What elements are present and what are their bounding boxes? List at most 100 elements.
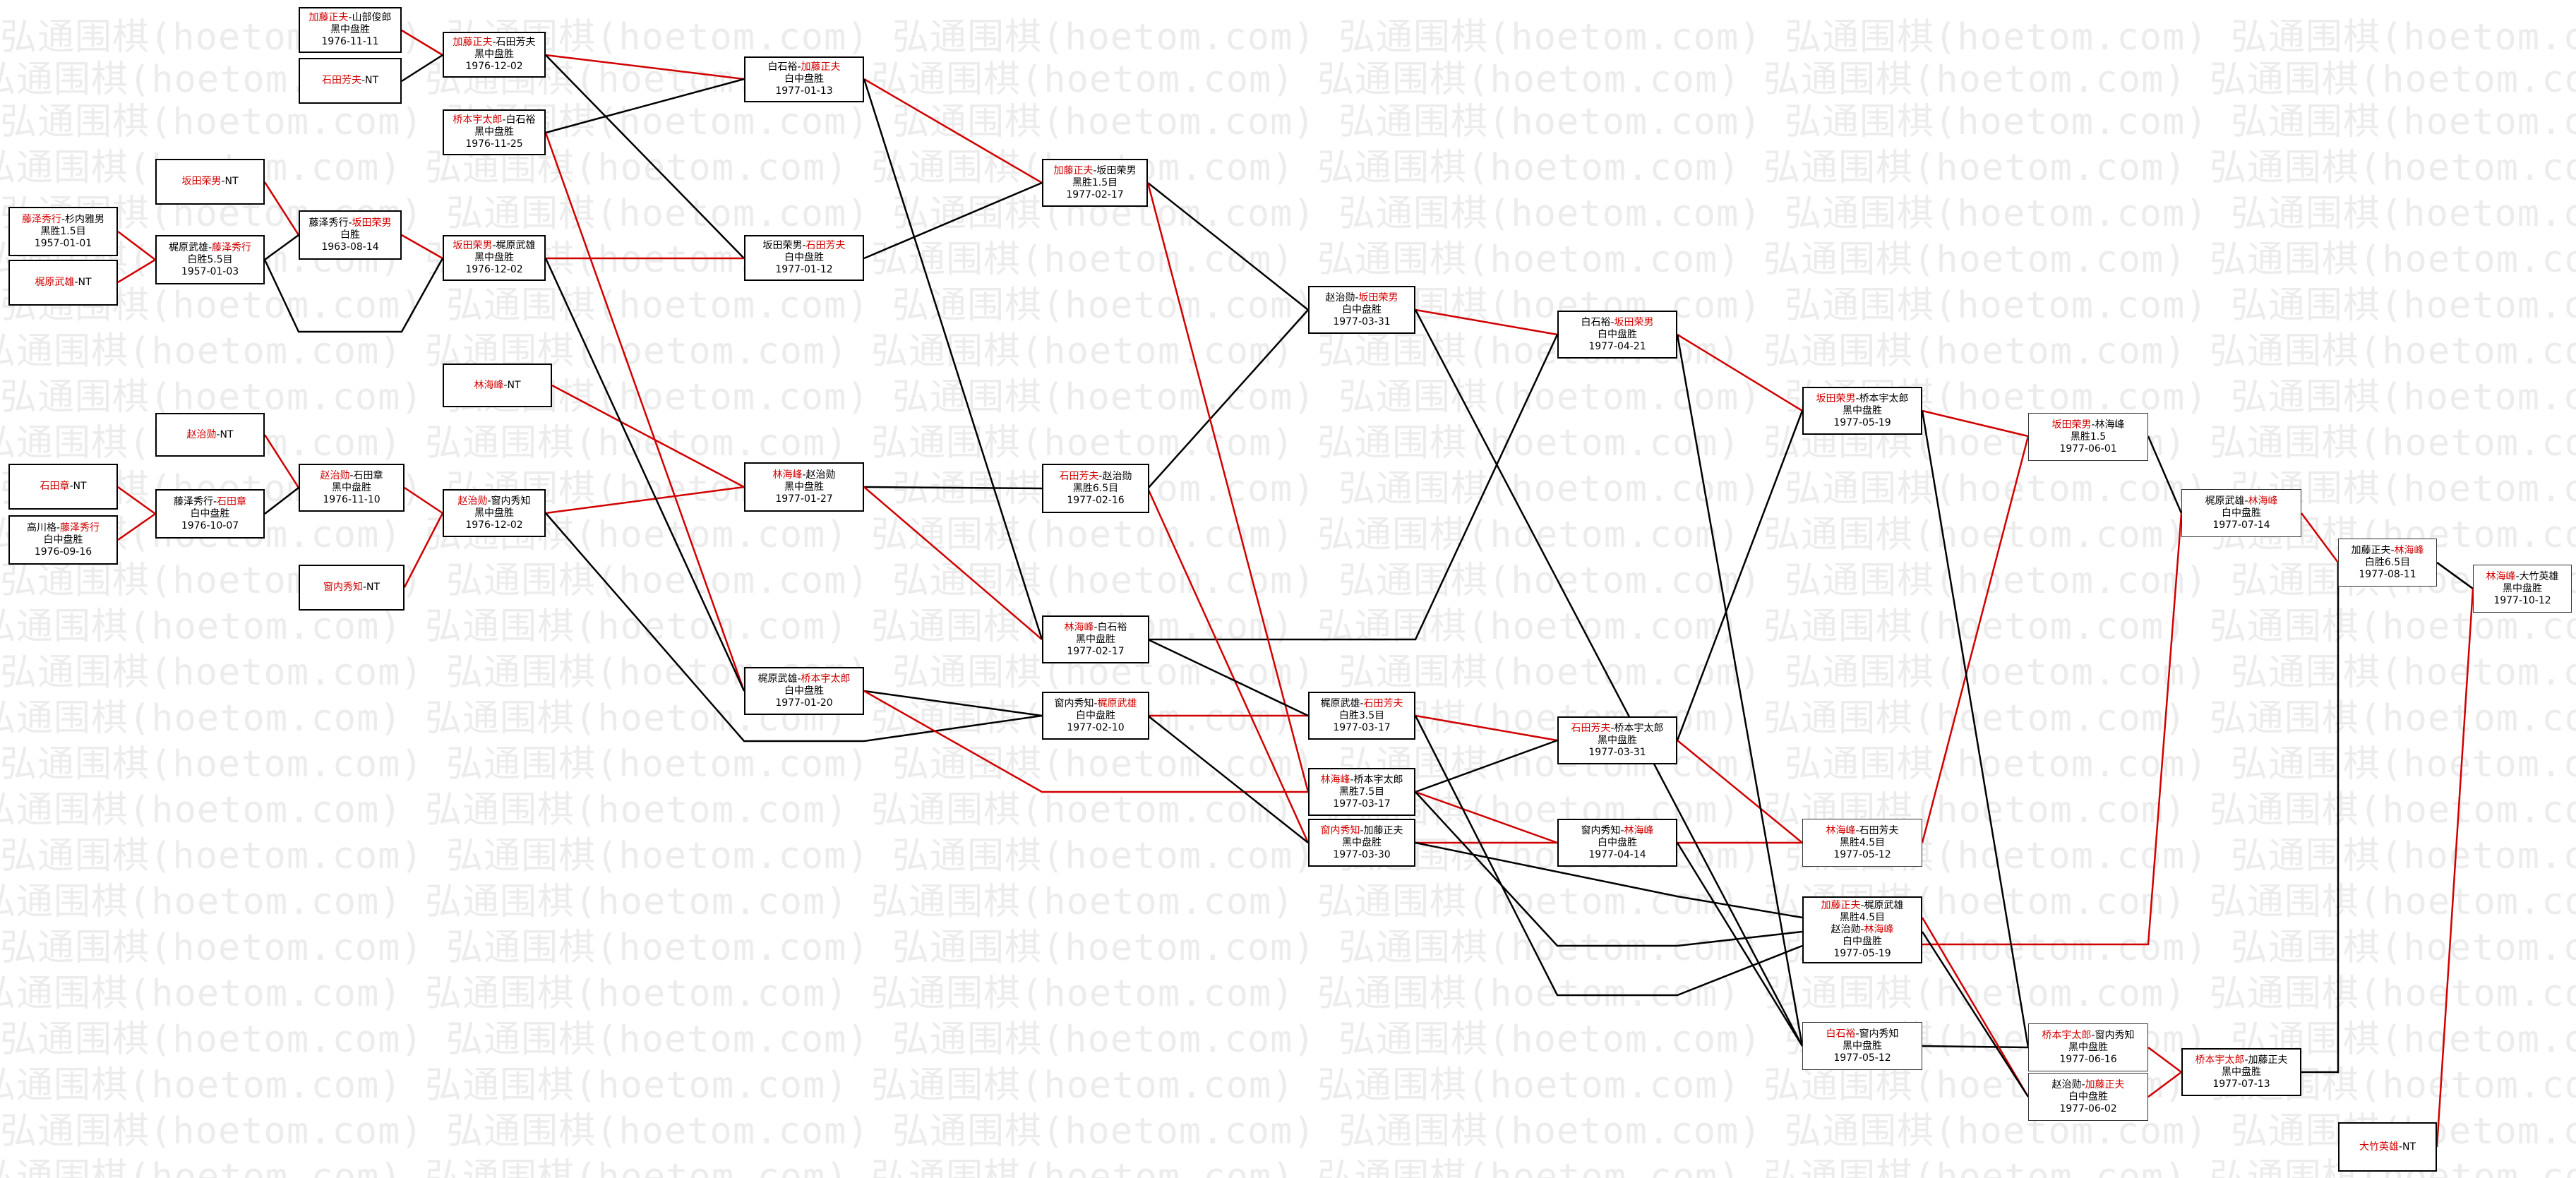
game-text: 黑中盘胜 <box>474 49 514 60</box>
game-detail: 1977-04-21 <box>1588 341 1646 353</box>
game-players: 坂田荣男-NT <box>181 176 238 188</box>
game-node[interactable]: 石田章-NT <box>8 464 118 510</box>
game-text: 黑中盘胜 <box>332 481 371 493</box>
loser-connector <box>264 234 299 261</box>
game-detail: 黑中盘胜 <box>474 252 514 264</box>
game-text: 窗内秀知- <box>1581 824 1624 836</box>
winner-name: 赵治勋 <box>457 495 488 507</box>
game-detail: 1957-01-01 <box>35 238 92 250</box>
game-detail: 黑中盘胜 <box>474 507 514 519</box>
loser-connector <box>1921 410 2030 1048</box>
winner-name: 林海峰 <box>2486 570 2516 582</box>
game-text: 1977-05-12 <box>1833 1052 1891 1064</box>
game-players: 大竹英雄-NT <box>2359 1141 2416 1153</box>
game-detail: 黑中盘胜 <box>1843 1040 1882 1052</box>
winner-connector <box>2300 512 2340 563</box>
game-text: 白中盘胜 <box>1598 328 1637 340</box>
game-text: 黑胜1.5目 <box>40 225 86 237</box>
winner-name: 石田芳夫 <box>805 240 846 251</box>
winner-name: 林海峰 <box>1864 924 1894 935</box>
game-detail: 黑中盘胜 <box>2222 1066 2261 1078</box>
game-text: -山部俊郎 <box>348 12 392 23</box>
game-detail: 1977-02-17 <box>1066 189 1123 201</box>
game-players: 坂田荣男-桥本宇太郎 <box>1816 393 1908 405</box>
game-node[interactable]: 坂田荣男-NT <box>155 159 265 205</box>
game-players: 赵治勋-坂田荣男 <box>1325 292 1398 304</box>
winner-connector <box>545 486 745 515</box>
game-node[interactable]: 林海峰-NT <box>443 363 552 407</box>
game-detail: 白中盘胜 <box>2222 507 2261 519</box>
game-text: 1976-09-16 <box>34 546 92 558</box>
game-text: 黑中盘胜 <box>474 126 514 138</box>
winner-connector <box>2147 1071 2182 1098</box>
game-text: 白中盘胜 <box>1342 303 1382 315</box>
loser-connector <box>2301 563 2340 1074</box>
game-players: 窗内秀知-加藤正夫 <box>1320 825 1403 837</box>
winner-name: 加藤正夫 <box>2085 1078 2125 1090</box>
winner-connector <box>544 132 745 692</box>
game-node[interactable]: 石田芳夫-NT <box>299 58 402 104</box>
game-detail: 1977-01-20 <box>775 697 832 709</box>
game-text: 1976-12-02 <box>465 264 523 275</box>
winner-name: 白石裕 <box>1826 1028 1856 1040</box>
game-detail: 1977-07-14 <box>2212 519 2270 531</box>
game-detail: 白中盘胜 <box>44 534 83 546</box>
game-node[interactable]: 窗内秀知-NT <box>299 565 405 611</box>
winner-name: 林海峰 <box>772 469 803 481</box>
game-players: 白石裕-窗内秀知 <box>1826 1028 1898 1040</box>
game-text: -梶原武雄 <box>492 240 536 251</box>
game-detail: 白胜 <box>340 229 360 241</box>
game-detail: 1977-05-19 <box>1833 417 1891 429</box>
winner-name: 林海峰 <box>2248 495 2278 507</box>
game-text: 白中盘胜 <box>1598 836 1637 848</box>
game-detail: 1977-06-01 <box>2059 443 2116 455</box>
game-node[interactable]: 梶原武雄-NT <box>8 260 118 306</box>
game-players: 石田芳夫-桥本宇太郎 <box>1571 723 1663 735</box>
game-text: 1977-06-01 <box>2059 443 2117 455</box>
game-node[interactable]: 大竹英雄-NT <box>2338 1122 2437 1172</box>
game-node[interactable]: 赵治勋-NT <box>155 413 265 457</box>
game-text: -石田芳夫 <box>492 37 536 48</box>
game-players: 林海峰-赵治勋 <box>772 469 835 481</box>
game-text: 1977-02-17 <box>1067 645 1125 657</box>
game-detail: 1977-03-31 <box>1588 747 1646 759</box>
game-text: 白胜3.5目 <box>1338 709 1385 721</box>
